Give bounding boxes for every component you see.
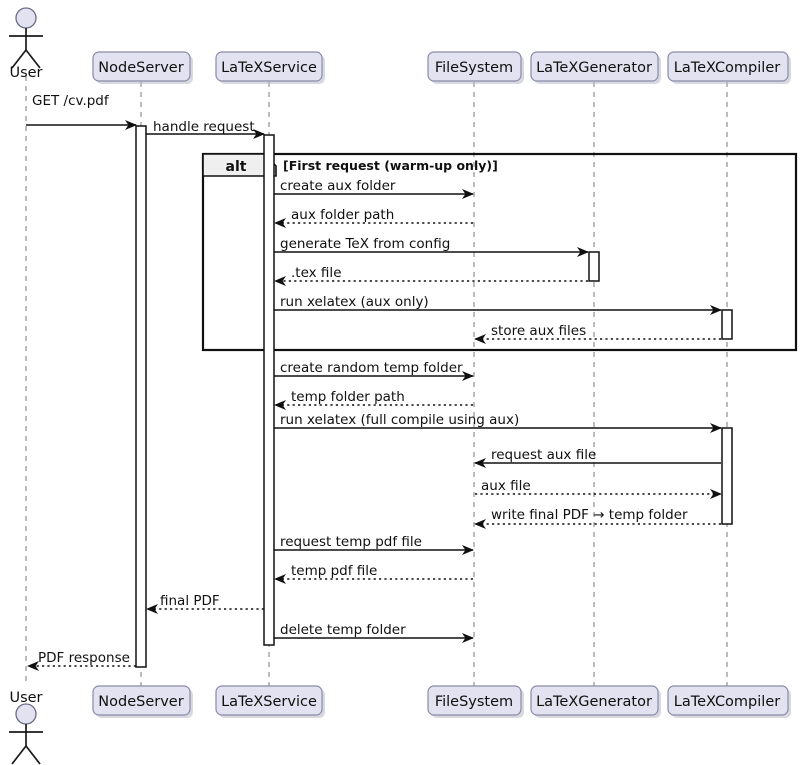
message-m5[interactable]: generate TeX from config [274,236,589,257]
actor-leg-left [11,745,27,765]
activation-bar-act-service [263,134,275,646]
actor-head-icon [15,703,37,725]
message-m10[interactable]: temp folder path [274,389,473,410]
participant-box-service[interactable] [215,685,323,716]
actor-label-user: User [9,690,42,706]
message-m15[interactable]: request temp pdf file [274,534,474,555]
message-m4[interactable]: aux folder path [274,207,473,228]
participant-label-node: NodeServer [98,60,183,76]
actor-top-user [9,7,43,69]
message-label-m14: write final PDF → temp folder [491,507,688,523]
participant-label-fs: FileSystem [435,694,513,710]
message-m16[interactable]: temp pdf file [274,563,473,584]
fragment-frame [201,152,798,352]
message-m12[interactable]: request aux file [474,447,721,468]
message-label-m19: PDF response [38,650,130,666]
participant-label-comp: LaTeXCompiler [674,694,780,710]
message-label-m5: generate TeX from config [280,236,450,252]
participant-box-service[interactable] [215,51,323,82]
message-label-m9: create random temp folder [280,360,463,376]
participant-label-fs: FileSystem [435,60,513,76]
participant-top-gen[interactable]: LaTeXGenerator [530,51,661,84]
messages-layer: GET /cv.pdf handle request create aux fold… [26,93,722,671]
message-m19[interactable]: PDF response [27,650,136,671]
participant-label-service: LaTeXService [221,694,317,710]
message-m18[interactable]: delete temp folder [274,622,474,643]
participant-label-node: NodeServer [98,694,183,710]
message-label-m18: delete temp folder [280,622,406,638]
actor-leg-right [25,745,41,765]
participant-label-service: LaTeXService [221,60,317,76]
message-label-m8: store aux files [491,323,586,339]
message-label-m10: temp folder path [291,389,405,405]
participant-top-fs[interactable]: FileSystem [427,51,524,84]
message-m8[interactable]: store aux files [474,323,721,344]
participant-box-fs[interactable] [427,51,522,82]
message-label-m12: request aux file [491,447,596,463]
participant-box-gen[interactable] [530,685,659,716]
message-label-m1: GET /cv.pdf [32,93,110,109]
message-label-m4: aux folder path [291,207,394,223]
participant-bottom-node[interactable]: NodeServer [92,685,193,718]
participant-top-service[interactable]: LaTeXService [215,51,325,84]
message-m2[interactable]: handle request [146,119,265,139]
actor-bottom-user [9,703,43,765]
message-m1[interactable]: GET /cv.pdf [26,93,137,130]
participant-top-comp[interactable]: LaTeXCompiler [667,51,791,84]
participant-box-fs[interactable] [427,685,522,716]
fragment-condition-label: [First request (warm-up only)] [283,158,498,173]
message-label-m11: run xelatex (full compile using aux) [280,412,519,428]
message-m17[interactable]: final PDF [146,593,264,614]
message-label-m16: temp pdf file [291,563,377,579]
participant-bottom-fs[interactable]: FileSystem [427,685,524,718]
participant-bottom-service[interactable]: LaTeXService [215,685,325,718]
actor-leg-right [25,49,41,69]
activation-bar-act-comp-2 [721,427,733,525]
message-m11[interactable]: run xelatex (full compile using aux) [274,412,722,433]
participant-box-comp[interactable] [667,685,789,716]
fragment-operator-label: alt [226,159,247,175]
fragment-alt-warmup: alt [First request (warm-up only)] [201,152,798,352]
participant-top-node[interactable]: NodeServer [92,51,193,84]
message-label-m3: create aux folder [280,178,396,194]
activation-bar-act-gen [588,251,600,282]
participant-box-comp[interactable] [667,51,789,82]
activation-bar-act-node [135,125,147,668]
message-label-m17: final PDF [160,593,220,609]
message-label-m7: run xelatex (aux only) [280,294,429,310]
message-m3[interactable]: create aux folder [274,178,474,199]
participant-box-node[interactable] [92,685,191,716]
activations-layer [135,125,733,668]
message-m13[interactable]: aux file [475,478,722,499]
actor-label-user: User [9,65,42,81]
message-label-m6: .tex file [291,265,342,281]
actor-leg-left [11,49,27,69]
activation-bar-act-comp-1 [721,309,733,340]
participant-bottom-comp[interactable]: LaTeXCompiler [667,685,791,718]
fragment-operator-tab [202,153,277,177]
participant-heads-layer: UserUserNodeServerNodeServerLaTeXService… [9,7,791,765]
message-m6[interactable]: .tex file [274,265,588,286]
message-m9[interactable]: create random temp folder [274,360,474,381]
participant-label-gen: LaTeXGenerator [536,60,652,76]
fragments-layer: alt [First request (warm-up only)] [201,152,798,352]
participant-box-gen[interactable] [530,51,659,82]
message-label-m2: handle request [153,119,255,135]
participant-box-node[interactable] [92,51,191,82]
participant-label-gen: LaTeXGenerator [536,694,652,710]
participant-bottom-gen[interactable]: LaTeXGenerator [530,685,661,718]
message-m7[interactable]: run xelatex (aux only) [274,294,722,315]
participant-label-comp: LaTeXCompiler [674,60,780,76]
message-m14[interactable]: write final PDF → temp folder [474,507,721,529]
message-label-m13: aux file [481,478,531,494]
actor-head-icon [15,7,37,29]
message-label-m15: request temp pdf file [280,534,422,550]
